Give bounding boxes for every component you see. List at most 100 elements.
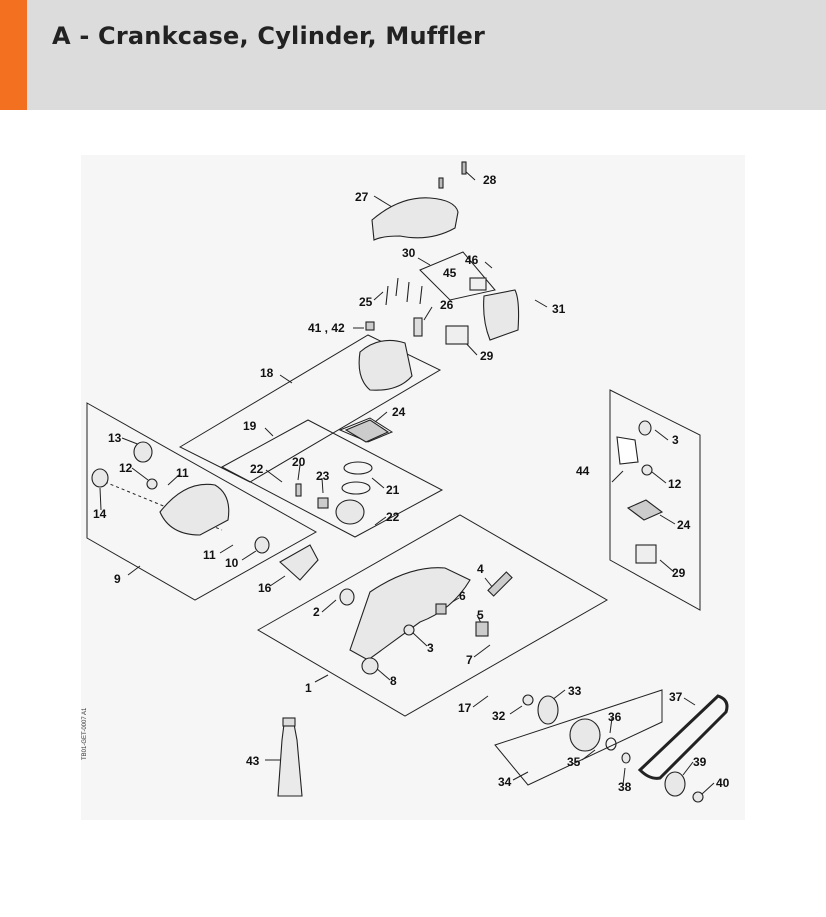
part-18-cylinder xyxy=(358,339,413,391)
part-41-plug xyxy=(365,321,375,331)
part-28-screw xyxy=(461,161,467,175)
callout-9: 9 xyxy=(114,572,121,586)
callout-45: 45 xyxy=(443,266,457,280)
part-32-washer xyxy=(522,694,534,706)
callout-13: 13 xyxy=(108,431,122,445)
part-29-gasket xyxy=(445,325,469,345)
part-30-muffler xyxy=(483,289,520,341)
callout-30: 30 xyxy=(402,246,416,260)
callout-4: 4 xyxy=(477,562,484,576)
group-outline-30 xyxy=(419,251,496,301)
callout-29: 29 xyxy=(480,349,494,363)
callout-3-right: 3 xyxy=(672,433,679,447)
callout-29-right: 29 xyxy=(672,566,686,580)
document-code: TB01-GET-0007 A1 xyxy=(82,708,88,760)
part-28b-screw xyxy=(438,177,444,189)
callout-11: 11 xyxy=(176,466,189,480)
part-12b-ring xyxy=(641,464,653,476)
group-outline-9 xyxy=(86,402,318,601)
callout-6: 6 xyxy=(459,589,466,603)
callout-8: 8 xyxy=(390,674,397,688)
callout-44: 44 xyxy=(576,464,590,478)
callout-3: 3 xyxy=(427,641,434,655)
part-25-bolt-b xyxy=(395,277,399,297)
part-10-bearing xyxy=(254,536,270,554)
part-27-cover xyxy=(371,197,459,241)
callout-14: 14 xyxy=(93,507,107,521)
part-14-seal xyxy=(91,468,109,488)
part-24b-gasket xyxy=(626,499,664,521)
group-outline-44 xyxy=(609,389,701,611)
callout-16: 16 xyxy=(258,581,272,595)
callout-41-42: 41 , 42 xyxy=(308,321,345,335)
part-43-tube xyxy=(277,723,303,797)
part-44-gasket xyxy=(616,436,639,465)
part-35-pulley xyxy=(569,718,601,752)
callout-18: 18 xyxy=(260,366,274,380)
part-2-seal xyxy=(339,588,355,606)
callout-labels: 27 28 30 46 45 25 26 31 41 , 42 29 18 24… xyxy=(93,173,730,794)
part-24-gasket xyxy=(344,419,390,443)
callout-23: 23 xyxy=(316,469,330,483)
page-title: A - Crankcase, Cylinder, Muffler xyxy=(52,22,486,50)
callout-32: 32 xyxy=(492,709,506,723)
callout-2: 2 xyxy=(313,605,320,619)
part-29b-gasket xyxy=(635,544,657,564)
part-23-bearing xyxy=(317,497,329,509)
part-20-ring xyxy=(343,461,373,475)
part-43-cap xyxy=(282,717,296,727)
callout-17: 17 xyxy=(458,701,472,715)
callout-26: 26 xyxy=(440,298,454,312)
document-code-sub: A1 xyxy=(82,707,88,715)
part-9-crankcase xyxy=(159,483,230,536)
callout-27: 27 xyxy=(355,190,369,204)
callout-36: 36 xyxy=(608,710,622,724)
callout-24: 24 xyxy=(392,405,406,419)
part-21-pin xyxy=(295,483,302,497)
group-outline-1 xyxy=(256,514,609,717)
callout-39: 39 xyxy=(693,755,707,769)
header-bar xyxy=(0,0,826,110)
part-36-ring xyxy=(605,737,617,751)
callout-5: 5 xyxy=(477,608,484,622)
brand-accent-stripe xyxy=(0,0,27,110)
callout-46: 46 xyxy=(465,253,479,267)
part-6-bushing xyxy=(435,603,447,615)
callout-20: 21 xyxy=(386,483,400,497)
callout-1: 1 xyxy=(305,681,312,695)
callout-28: 28 xyxy=(483,173,497,187)
part-25-bolt-d xyxy=(419,285,423,305)
callout-22b: 22 xyxy=(386,510,400,524)
callout-38: 38 xyxy=(618,780,632,794)
part-37-belt xyxy=(637,694,729,780)
part-26-spark-plug xyxy=(413,317,423,337)
part-4-pin xyxy=(487,571,513,597)
part-40-nut xyxy=(692,791,704,803)
callout-34: 34 xyxy=(498,775,512,789)
part-20-ring-b xyxy=(341,481,371,495)
part-38-nut xyxy=(621,752,631,764)
callout-11b: 11 xyxy=(203,548,216,562)
callout-43: 43 xyxy=(246,754,260,768)
group-outline-19 xyxy=(220,419,444,538)
part-3b-seal xyxy=(638,420,652,436)
document-code-main: TB01-GET-0007 xyxy=(82,716,88,760)
callout-35: 35 xyxy=(567,755,581,769)
part-45-plate xyxy=(469,277,487,291)
part-33-drum xyxy=(537,695,559,725)
callout-21: 20 xyxy=(292,455,306,469)
part-25-bolt-c xyxy=(406,281,410,303)
part-piston xyxy=(335,499,365,525)
callout-25: 25 xyxy=(359,295,373,309)
callout-24-right: 24 xyxy=(677,518,691,532)
part-12-ring xyxy=(146,478,158,490)
callout-7: 7 xyxy=(466,653,473,667)
part-3-ring xyxy=(403,624,415,636)
part-25-bolt xyxy=(385,285,389,306)
part-1-crankcase xyxy=(349,567,471,661)
callout-19: 19 xyxy=(243,419,257,433)
callout-31: 31 xyxy=(552,302,566,316)
group-outline-34 xyxy=(494,689,663,786)
part-8-seal xyxy=(361,657,379,675)
